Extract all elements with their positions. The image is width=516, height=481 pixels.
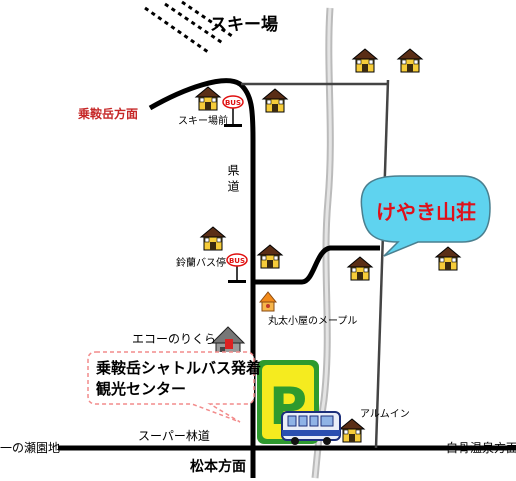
suzuran-stop-label: 鈴蘭バス停 [176,258,226,269]
roads [58,78,516,478]
svg-text:BUS: BUS [229,257,245,265]
shop-icon [258,291,278,312]
house-icon [435,246,461,271]
svg-text:BUS: BUS [225,99,241,107]
house-icon [347,256,373,281]
shuttle-center-callout [87,351,255,423]
house-icon [352,48,378,73]
house-icon [339,418,365,443]
super-forest-road-label: スーパー林道 [138,429,210,443]
house-icon [397,48,423,73]
bus-icon [281,411,341,445]
shuttle-center-label-1: 乗鞍岳シャトルバス発着 [96,359,262,377]
prefectural-road [148,78,256,478]
keyaki-callout: けやき山荘 [360,175,491,257]
ski-stop-label: スキー場前 [178,116,228,127]
ski-area-trail [144,0,233,54]
alumin-label: アルムイン [360,409,410,420]
bus-stop-icon: BUS [222,95,244,127]
matsumoto-direction-label: 松本方面 [190,459,246,475]
shirahone-direction-label: 白骨温泉方面 [446,441,516,455]
keyaki-label: けやき山荘 [376,200,476,224]
eco-norikura-label: エコーのりくら [132,332,217,346]
house-icon [257,244,283,269]
ski-area-label: スキー場 [210,15,278,35]
branch-road [253,245,380,285]
maple-hut-label: 丸太小屋のメープル [268,316,358,327]
house-icon [262,88,288,113]
shuttle-center-label-2: 観光センター [96,380,187,398]
senoike-label: 一の瀬園地 [0,441,61,455]
house-icon [200,226,226,251]
bus-stop-icon: BUS [226,253,248,283]
house-icon [195,86,221,111]
norikura-direction-label: 乗鞍岳方面 [78,107,139,121]
thin-roads [241,79,390,449]
prefectural-road-label: 県道 [226,164,240,196]
